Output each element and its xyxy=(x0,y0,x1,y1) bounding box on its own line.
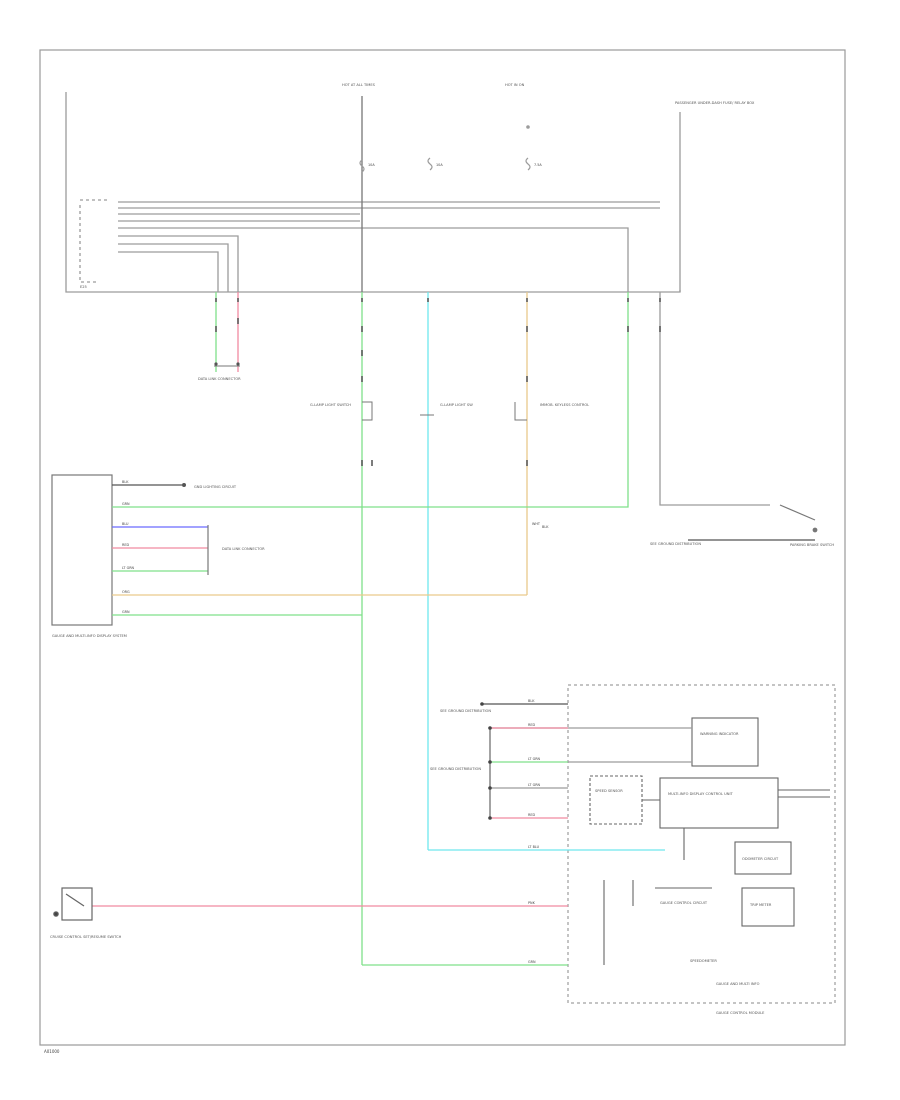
label-gnd-a: SEE GROUND DISTRIBUTION xyxy=(440,709,491,713)
module-warning-indicator xyxy=(691,717,759,767)
footer-code: A01000 xyxy=(44,1049,60,1054)
label-top-fuse-a: HOT AT ALL TIMES xyxy=(342,83,376,87)
code-blk-2: BLK xyxy=(528,699,535,703)
label-module-c: ODOMETER CIRCUIT xyxy=(742,857,779,861)
module-dashed-box xyxy=(567,684,836,1004)
label-left-ref-top: GND LIGHTING CIRCUIT xyxy=(194,485,237,489)
splice-dot xyxy=(214,362,218,366)
fuse-1-rating: 10A xyxy=(368,163,375,167)
code-ltgrn-2: LT GRN xyxy=(528,757,541,761)
splice-dot xyxy=(480,702,484,706)
code-grn-2: GRN xyxy=(122,610,130,614)
cruise-switch-blade xyxy=(65,893,85,907)
label-module-f: SPEED SENSOR xyxy=(595,789,623,793)
code-blu: BLU xyxy=(122,522,129,526)
switch-contact-icon xyxy=(812,527,818,533)
ground-point-icon xyxy=(182,483,186,487)
label-left-box: GAUGE AND MULTI-INFO DISPLAY SYSTEM xyxy=(52,634,127,638)
label-module-b: MULTI-INFO DISPLAY CONTROL UNIT xyxy=(668,792,734,796)
label-right-switch: PARKING BRAKE SWITCH xyxy=(790,543,834,547)
ground-point-icon xyxy=(53,911,59,917)
label-module-g: SPEEDOMETER xyxy=(690,959,717,963)
fuse-box-left-dash xyxy=(79,205,96,283)
label-module-d: GAUGE CONTROL CIRCUIT xyxy=(660,901,708,905)
label-splice-mid-b: G-LAMP LIGHT SW xyxy=(440,403,473,407)
wire-green-long xyxy=(112,505,629,508)
fuses xyxy=(359,125,531,173)
label-top-conn: E25 xyxy=(80,285,87,289)
label-right-box: PASSENGER UNDER-DASH FUSE/ RELAY BOX xyxy=(675,101,755,105)
bus-line-8 xyxy=(118,251,219,292)
code-ltgrn-3: LT GRN xyxy=(528,783,541,787)
splice-a xyxy=(362,401,373,421)
label-module-box: GAUGE CONTROL MODULE xyxy=(716,1011,765,1015)
module-speed-sensor xyxy=(589,775,643,825)
top-fuse-box xyxy=(65,92,681,293)
code-ltblu: LT BLU xyxy=(528,845,540,849)
bus-line-7 xyxy=(118,243,229,292)
code-red-1: RED xyxy=(122,543,129,547)
fuse-3-icon xyxy=(525,157,531,171)
cruise-switch-box xyxy=(61,887,93,921)
splice-dot xyxy=(488,786,492,790)
module-odometer xyxy=(734,841,792,875)
fuse-dot-icon xyxy=(526,125,530,129)
switch-blade xyxy=(779,504,816,521)
label-splice-mid-a: G-LAMP LIGHT SWITCH xyxy=(310,403,351,407)
code-org: ORG xyxy=(122,590,130,594)
code-pnk: PNK xyxy=(528,901,536,905)
label-module-e: TRIP METER xyxy=(749,903,772,907)
module-input-wires xyxy=(92,703,692,966)
code-grn-3: GRN xyxy=(528,960,536,964)
splice-dot xyxy=(488,760,492,764)
left-box-wires xyxy=(112,483,629,616)
splice-points xyxy=(214,362,240,366)
splice-dot xyxy=(488,816,492,820)
code-grn-1: GRN xyxy=(122,502,130,506)
left-gauge-box xyxy=(51,474,113,626)
label-bottom-switch: CRUISE CONTROL SET/RESUME SWITCH xyxy=(50,935,122,939)
fuse-1-icon xyxy=(359,159,365,173)
module-display-unit xyxy=(659,777,779,829)
bus-line-6 xyxy=(118,235,239,292)
fuse-3-rating: 7.5A xyxy=(534,163,542,167)
module-inner xyxy=(589,717,830,965)
code-ltgrn-1: LT GRN xyxy=(122,566,135,570)
label-splice-mid-c: IMMOB. KEYLESS CONTROL xyxy=(540,403,589,407)
label-gnd-b: SEE GROUND DISTRIBUTION xyxy=(430,767,481,771)
label-right-ref: SEE GROUND DISTRIBUTION xyxy=(650,542,701,546)
label-top-fuse-b: HOT IN ON xyxy=(505,83,525,87)
splice-c xyxy=(514,402,527,421)
vertical-wires xyxy=(215,292,770,965)
mid-splices xyxy=(362,401,527,421)
label-splice-left: DATA LINK CONNECTOR xyxy=(198,377,241,381)
fuse-2-rating: 10A xyxy=(436,163,443,167)
bus-line-5 xyxy=(118,227,629,292)
label-left-splice: DATA LINK CONNECTOR xyxy=(222,547,265,551)
module-trip-meter xyxy=(741,887,795,927)
module-splice-dots xyxy=(480,702,492,820)
fuse-box-left-edge xyxy=(65,92,681,293)
cruise-switch xyxy=(53,887,93,921)
diagram-frame xyxy=(39,49,846,1046)
wire-gray-right xyxy=(659,292,770,506)
label-module-a: WARNING INDICATOR xyxy=(700,732,739,736)
code-red-2: RED xyxy=(528,723,535,727)
code-blk-3: BLK xyxy=(542,525,549,529)
code-red-3: RED xyxy=(528,813,535,817)
code-wht: WHT xyxy=(532,522,541,526)
label-module-h: GAUGE AND MULTI INFO xyxy=(716,982,760,986)
splice-dot xyxy=(236,362,240,366)
code-blk-1: BLK xyxy=(122,480,129,484)
connector-ticks xyxy=(215,298,661,466)
parking-brake-switch xyxy=(688,504,818,541)
splice-dot xyxy=(488,726,492,730)
fuse-2-icon xyxy=(427,157,433,171)
